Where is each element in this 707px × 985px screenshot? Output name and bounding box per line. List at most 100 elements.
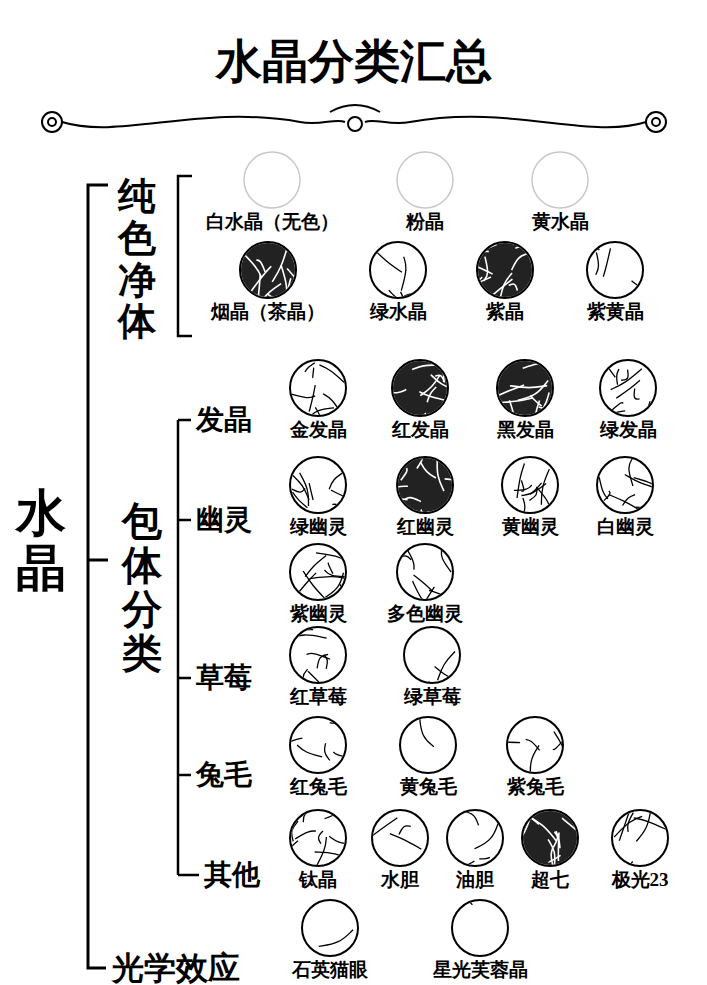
crystal-outline	[587, 242, 643, 298]
crystal-name: 红幽灵	[394, 515, 457, 539]
inclusion-stroke	[610, 863, 620, 867]
inclusion-stroke	[526, 739, 540, 750]
inclusion-stroke	[333, 511, 348, 515]
category-label: 幽灵	[196, 503, 252, 537]
crystal-name: 红发晶	[389, 418, 452, 442]
crystal-outline	[392, 360, 448, 416]
crystal-image	[445, 808, 505, 868]
crystal-sample: 黄兔毛	[397, 715, 460, 799]
inclusion-stroke	[328, 563, 333, 574]
crystal-name: 红兔毛	[287, 775, 350, 799]
crystal-image	[288, 625, 348, 685]
inclusion-stroke	[541, 469, 549, 504]
inclusion-stroke	[500, 414, 505, 418]
category-label: 水晶	[16, 486, 66, 596]
crystal-sample: 多色幽灵	[384, 542, 466, 626]
title-block: 水晶分类汇总	[0, 34, 707, 90]
crystal-outline	[290, 627, 346, 683]
inclusion-stroke	[536, 400, 540, 418]
diagram-title: 水晶分类汇总	[0, 34, 707, 90]
category-label: 包体分类	[122, 500, 162, 676]
crystal-name: 石英猫眼	[289, 958, 371, 982]
inclusion-stroke	[291, 394, 315, 397]
inclusion-stroke	[425, 849, 430, 861]
inclusion-stroke	[517, 464, 524, 498]
category-block: 兔毛	[196, 758, 252, 792]
ornament-center	[348, 117, 362, 131]
inclusion-stroke	[323, 394, 341, 413]
crystal-sample: 绿幽灵	[287, 455, 350, 539]
inclusion-stroke	[607, 413, 617, 418]
inclusion-stroke	[553, 742, 562, 750]
crystal-name: 极光23	[609, 868, 672, 892]
crystal-sample: 紫兔毛	[504, 715, 567, 799]
crystal-body	[404, 627, 460, 683]
inclusion-stroke	[625, 475, 655, 489]
inclusion-stroke	[629, 459, 633, 486]
crystal-body	[290, 457, 346, 513]
crystal-body	[497, 360, 553, 416]
category-block: 光学效应	[112, 949, 240, 985]
crystal-image	[238, 240, 298, 300]
inclusion-stroke	[309, 483, 313, 500]
crystal-name: 星光芙蓉晶	[430, 958, 531, 982]
crystal-image	[390, 358, 450, 418]
crystal-name: 红草莓	[287, 685, 350, 709]
inclusion-stroke	[512, 253, 528, 270]
ornament-line	[365, 117, 646, 127]
crystal-body	[600, 360, 656, 416]
crystal-image	[402, 625, 462, 685]
inclusion-stroke	[474, 822, 498, 849]
crystal-outline	[400, 717, 456, 773]
category-block: 草莓	[196, 661, 252, 695]
inclusion-stroke	[395, 461, 399, 463]
crystal-outline	[397, 544, 453, 600]
crystal-name: 多色幽灵	[384, 602, 466, 626]
crystal-body	[397, 457, 453, 513]
crystal-name: 白幽灵	[594, 515, 657, 539]
inclusion-stroke	[609, 495, 638, 510]
inclusion-stroke	[659, 860, 670, 868]
inclusion-stroke	[298, 862, 302, 868]
category-label: 其他	[204, 858, 260, 892]
crystal-image	[288, 715, 348, 775]
inclusion-stroke	[530, 745, 539, 775]
crystal-outline	[502, 457, 558, 513]
crystal-image	[288, 808, 348, 868]
inclusion-stroke	[554, 832, 560, 848]
category-block: 纯色净体	[118, 176, 156, 343]
category-block: 水晶	[16, 486, 66, 596]
crystal-sample: 黄幽灵	[499, 455, 562, 539]
inclusion-stroke	[479, 857, 490, 859]
crystal-name: 金发晶	[287, 418, 350, 442]
inclusion-stroke	[288, 630, 313, 632]
crystal-body	[532, 152, 588, 208]
category-label: 发晶	[196, 403, 252, 437]
crystal-body	[452, 900, 508, 956]
crystal-outline	[612, 810, 668, 866]
inclusion-stroke	[420, 462, 435, 478]
inclusion-stroke	[300, 473, 309, 506]
inclusion-stroke	[484, 257, 488, 281]
inclusion-stroke	[452, 681, 457, 685]
crystal-sample: 极光23	[609, 808, 672, 892]
pure-bracket	[178, 176, 192, 336]
crystal-body	[397, 544, 453, 600]
crystal-body	[372, 810, 428, 866]
crystal-image	[585, 240, 645, 300]
ornament-scroll	[48, 118, 56, 126]
crystal-outline	[532, 152, 588, 208]
crystal-sample: 绿草莓	[401, 625, 464, 709]
crystal-body	[244, 152, 300, 208]
inclusion-stroke	[399, 826, 411, 835]
category-label: 纯色净体	[118, 176, 156, 343]
crystal-outline	[397, 152, 453, 208]
inclusion-stroke	[295, 831, 316, 839]
crystal-body	[507, 717, 563, 773]
crystal-body	[447, 810, 503, 866]
inclusion-stroke	[312, 368, 314, 378]
crystal-name: 绿幽灵	[287, 515, 350, 539]
inclusion-stroke	[612, 403, 623, 411]
inclusion-stroke	[634, 818, 668, 830]
crystal-outline	[600, 360, 656, 416]
